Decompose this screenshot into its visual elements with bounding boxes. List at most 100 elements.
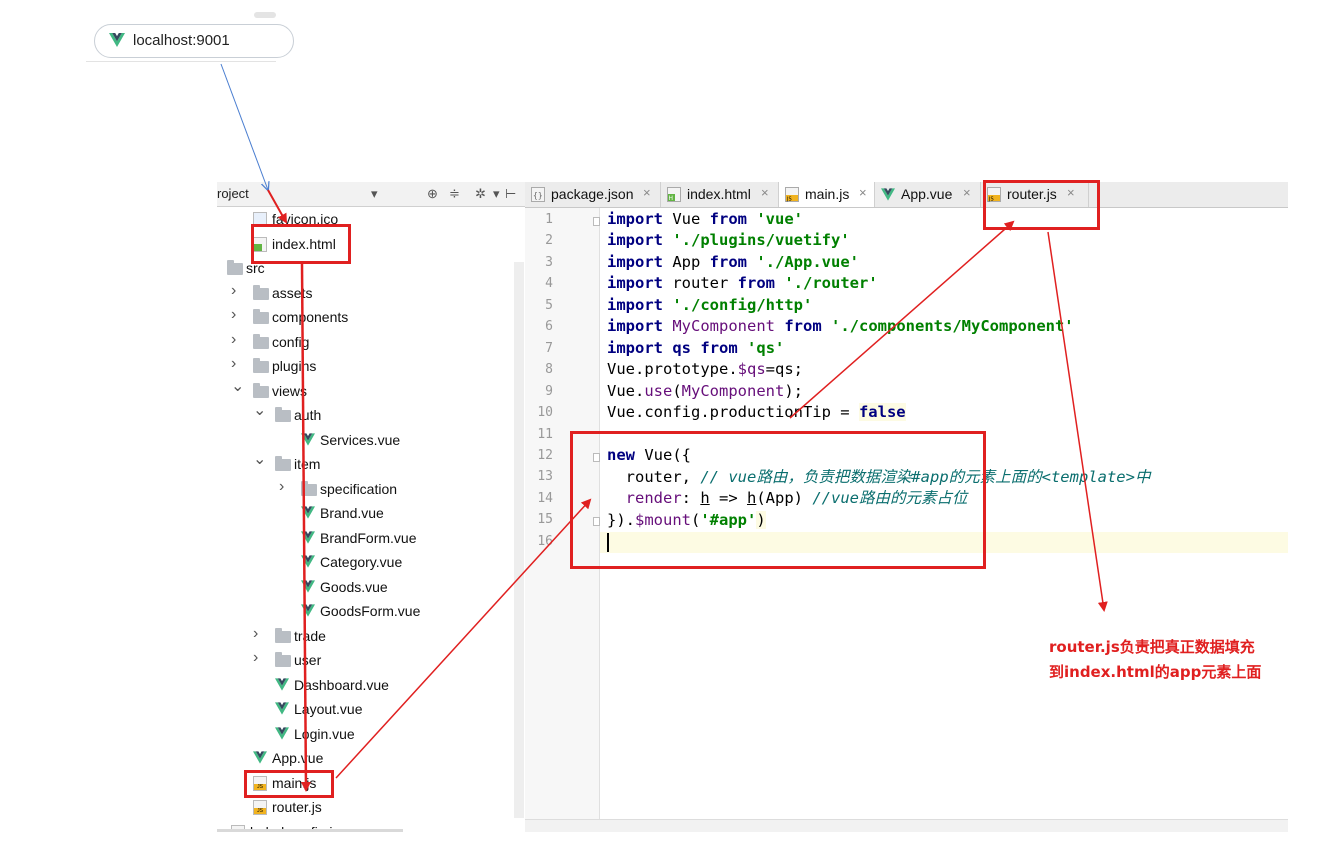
- close-icon[interactable]: ×: [1067, 185, 1075, 200]
- tree-item[interactable]: index.html: [217, 233, 517, 257]
- chevron-right-icon[interactable]: ›: [231, 330, 237, 348]
- tree-item-label: App.vue: [272, 750, 324, 766]
- code-line-13: router, // vue路由，负责把数据渲染#app的元素上面的<templ…: [607, 468, 1151, 486]
- line-number: 5: [545, 297, 553, 313]
- tree-item-label: specification: [320, 480, 398, 497]
- browser-tab-edge: [254, 12, 276, 18]
- line-number: 12: [537, 447, 553, 463]
- tree-item[interactable]: Login.vue: [217, 723, 517, 747]
- tree-item-label: auth: [294, 407, 322, 423]
- address-bar[interactable]: localhost:9001: [94, 24, 294, 58]
- chevron-down-icon[interactable]: ⌄: [253, 402, 267, 419]
- tree-item[interactable]: ›user: [217, 649, 517, 673]
- tree-item[interactable]: Dashboard.vue: [217, 674, 517, 698]
- fold-marker-icon[interactable]: [593, 217, 600, 226]
- close-icon[interactable]: ×: [761, 185, 769, 200]
- project-panel-title[interactable]: roject: [217, 186, 249, 201]
- close-icon[interactable]: ×: [859, 185, 867, 200]
- tree-item[interactable]: ⌄item: [217, 451, 517, 477]
- line-number: 14: [537, 490, 553, 506]
- highlight-box-main-js: [244, 770, 334, 798]
- tree-item[interactable]: JSbabel.config.js: [217, 821, 517, 832]
- tree-item[interactable]: › specification: [217, 478, 517, 502]
- tree-item[interactable]: App.vue: [217, 747, 517, 771]
- chevron-down-icon[interactable]: ⌄: [231, 377, 245, 395]
- tree-item[interactable]: favicon.ico: [217, 208, 517, 232]
- chevron-right-icon[interactable]: ›: [231, 306, 237, 323]
- gear-icon[interactable]: ✲: [475, 186, 486, 201]
- tree-item-label: src: [246, 260, 265, 276]
- folder-icon: [253, 333, 269, 350]
- horizontal-scrollbar[interactable]: [217, 829, 403, 832]
- tree-item[interactable]: ⌄ auth: [217, 402, 517, 428]
- tree-item[interactable]: ›trade: [217, 625, 517, 649]
- code-line-7: import qs from 'qs': [607, 339, 785, 357]
- tree-item[interactable]: Goods.vue: [217, 576, 517, 600]
- tab-router-js[interactable]: JS router.js ×: [981, 182, 1089, 207]
- code-line-2: import './plugins/vuetify': [607, 231, 850, 249]
- line-number: 2: [545, 233, 553, 249]
- tab-main-js[interactable]: JS main.js ×: [779, 182, 875, 207]
- collapse-all-icon[interactable]: ≑: [449, 186, 460, 201]
- code-line-9: Vue.use(MyComponent);: [607, 382, 803, 400]
- highlight-box-router-tab: [983, 180, 1100, 230]
- svg-text:JS: JS: [988, 197, 994, 203]
- tab-app-vue[interactable]: App.vue ×: [875, 182, 981, 207]
- close-icon[interactable]: ×: [963, 185, 971, 200]
- dropdown-triangle-icon[interactable]: ▾: [371, 186, 378, 201]
- current-line-highlight: [600, 532, 1288, 553]
- chevron-right-icon[interactable]: ›: [253, 649, 259, 666]
- tree-item-label: views: [272, 382, 308, 399]
- vue-file-icon: [253, 751, 269, 766]
- hide-panel-icon[interactable]: ⊢: [505, 186, 517, 201]
- tree-item[interactable]: GoodsForm.vue: [217, 600, 517, 624]
- code-line-14: render: h => h(App) //vue路由的元素占位: [607, 489, 968, 507]
- code-line-1: import Vue from 'vue': [607, 210, 804, 228]
- js-file-icon: JS: [231, 824, 247, 832]
- target-icon[interactable]: ⊕: [427, 186, 438, 201]
- address-text: localhost:9001: [133, 32, 230, 49]
- tree-item[interactable]: BrandForm.vue: [217, 527, 517, 551]
- tree-item-label: Services.vue: [320, 431, 401, 448]
- js-file-icon: JS: [253, 775, 269, 791]
- scrollbar[interactable]: [514, 262, 524, 818]
- tree-item-label: config: [272, 333, 310, 350]
- tree-item[interactable]: ⌄ views: [217, 378, 517, 404]
- json-file-icon: {}: [531, 187, 545, 202]
- close-icon[interactable]: ×: [643, 185, 651, 200]
- tree-item[interactable]: Category.vue: [217, 551, 517, 575]
- tree-item[interactable]: Brand.vue: [217, 502, 517, 526]
- tree-item[interactable]: ›components: [217, 306, 517, 330]
- line-number: 13: [537, 469, 553, 485]
- tree-item-label: Category.vue: [320, 554, 403, 570]
- chevron-down-icon[interactable]: ▾: [493, 186, 500, 201]
- js-file-icon: JS: [785, 187, 799, 202]
- chevron-right-icon[interactable]: ›: [279, 477, 285, 495]
- tree-item[interactable]: Layout.vue: [217, 698, 517, 722]
- tree-item-label: router.js: [272, 799, 322, 815]
- code-line-3: import App from './App.vue': [607, 253, 859, 271]
- tree-item[interactable]: › config: [217, 331, 517, 355]
- tree-item[interactable]: src: [217, 257, 517, 281]
- code-line-15: }).$mount('#app'): [607, 511, 766, 529]
- line-number: 4: [545, 276, 553, 292]
- line-number: 11: [537, 426, 553, 442]
- tree-item[interactable]: ›plugins: [217, 355, 517, 379]
- fold-marker-icon[interactable]: [593, 517, 600, 527]
- editor-status-strip: [525, 819, 1288, 832]
- folder-icon: [275, 652, 291, 668]
- chevron-right-icon[interactable]: ›: [231, 355, 237, 372]
- fold-marker-icon[interactable]: [593, 452, 600, 462]
- tab-index-html[interactable]: H index.html ×: [661, 182, 779, 207]
- tab-package-json[interactable]: {} package.json ×: [525, 182, 661, 207]
- chevron-right-icon[interactable]: ›: [253, 624, 259, 642]
- tree-item[interactable]: ›assets: [217, 282, 517, 306]
- chevron-down-icon[interactable]: ⌄: [253, 451, 267, 468]
- highlight-box-index-html: [251, 224, 351, 264]
- vue-file-icon: [301, 579, 317, 595]
- vue-file-icon: [301, 555, 317, 570]
- tab-label: index.html: [687, 186, 751, 202]
- chevron-right-icon[interactable]: ›: [231, 281, 237, 299]
